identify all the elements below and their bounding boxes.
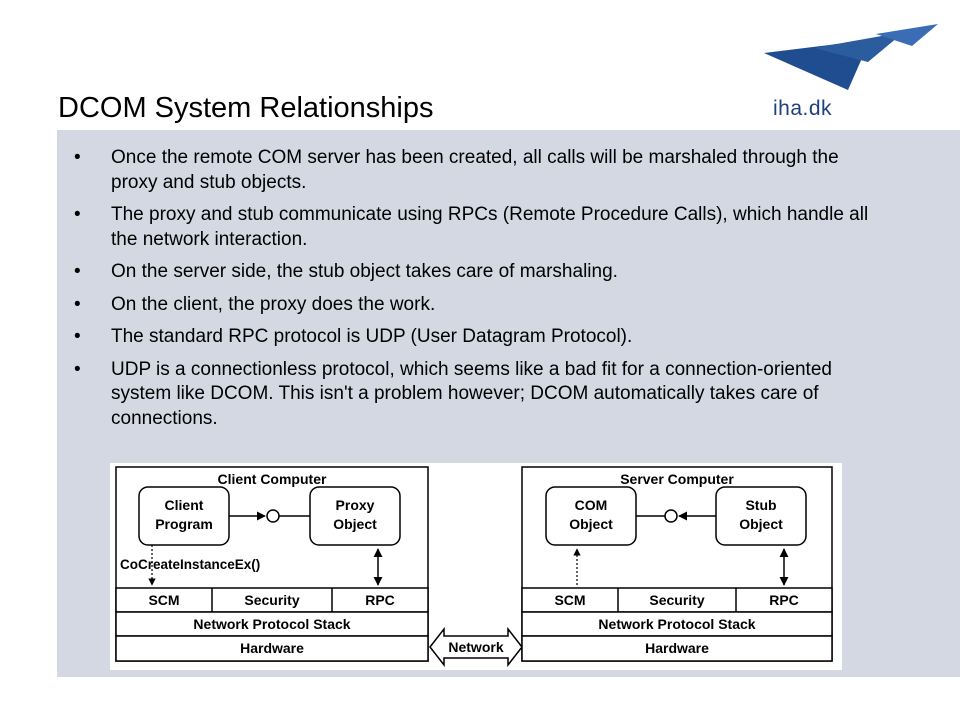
bullet-text: The proxy and stub communicate using RPC… [111,204,869,250]
interface-lollipop-icon [664,509,678,523]
cocreateinstanceex-label: CoCreateInstanceEx() [120,557,260,572]
bullet-text: UDP is a connectionless protocol, which … [111,358,832,429]
client-hardware-row [115,635,429,662]
bullet-text: On the server side, the stub object take… [111,261,618,282]
bullet-dot: • [74,293,81,315]
bullet-dot: • [74,358,81,380]
server-rpc-label: RPC [769,592,799,608]
client-scm-label: SCM [148,592,179,608]
server-network-stack-label: Network Protocol Stack [598,616,755,632]
bullet-item: • On the client, the proxy does the work. [74,293,874,318]
client-program-label: Client [165,497,204,513]
slide-title: DCOM System Relationships [58,92,434,124]
com-object-label: Object [569,516,613,532]
com-object-label: COM [575,497,608,513]
bullet-dot: • [74,326,81,347]
interface-lollipop-icon [266,509,280,523]
server-layer-row [521,587,833,613]
bullet-dot: • [74,147,81,168]
bullet-dot: • [74,204,81,225]
client-hardware-label: Hardware [240,640,304,656]
server-hardware-row [521,635,833,662]
client-layer-row [115,587,429,613]
bullet-item: • UDP is a connectionless protocol, which… [74,358,874,432]
proxy-object-label: Proxy [336,497,375,513]
bullet-item: • Once the remote COM server has been cre… [74,146,874,195]
client-rpc-label: RPC [365,592,395,608]
dcom-diagram: Client Computer Client Program Proxy Obj… [110,463,842,670]
server-computer-title: Server Computer [620,471,734,487]
client-program-label: Program [155,516,213,532]
server-security-label: Security [649,592,704,608]
bullet-item: • On the server side, the stub object tak… [74,260,874,285]
logo-text: iha.dk [773,97,833,120]
bullet-text: The standard RPC protocol is UDP (User D… [111,326,633,347]
stub-object-label: Object [739,516,783,532]
server-hardware-label: Hardware [645,640,709,656]
server-stack-row [521,611,833,637]
proxy-object-label: Object [333,516,377,532]
bullet-text: Once the remote COM server has been crea… [111,147,839,193]
network-label: Network [448,639,503,655]
bullet-dot: • [74,261,81,282]
bullet-item: • The standard RPC protocol is UDP (User … [74,325,874,350]
bullet-text: On the client, the proxy does the work. [111,293,436,315]
bullet-list: • Once the remote COM server has been cre… [74,146,874,439]
stub-object-label: Stub [745,497,776,513]
client-computer-title: Client Computer [218,471,327,487]
bullet-item: • The proxy and stub communicate using RP… [74,203,874,252]
iha-logo-icon [764,24,938,90]
client-network-stack-label: Network Protocol Stack [193,616,350,632]
client-security-label: Security [244,592,299,608]
server-scm-label: SCM [554,592,585,608]
